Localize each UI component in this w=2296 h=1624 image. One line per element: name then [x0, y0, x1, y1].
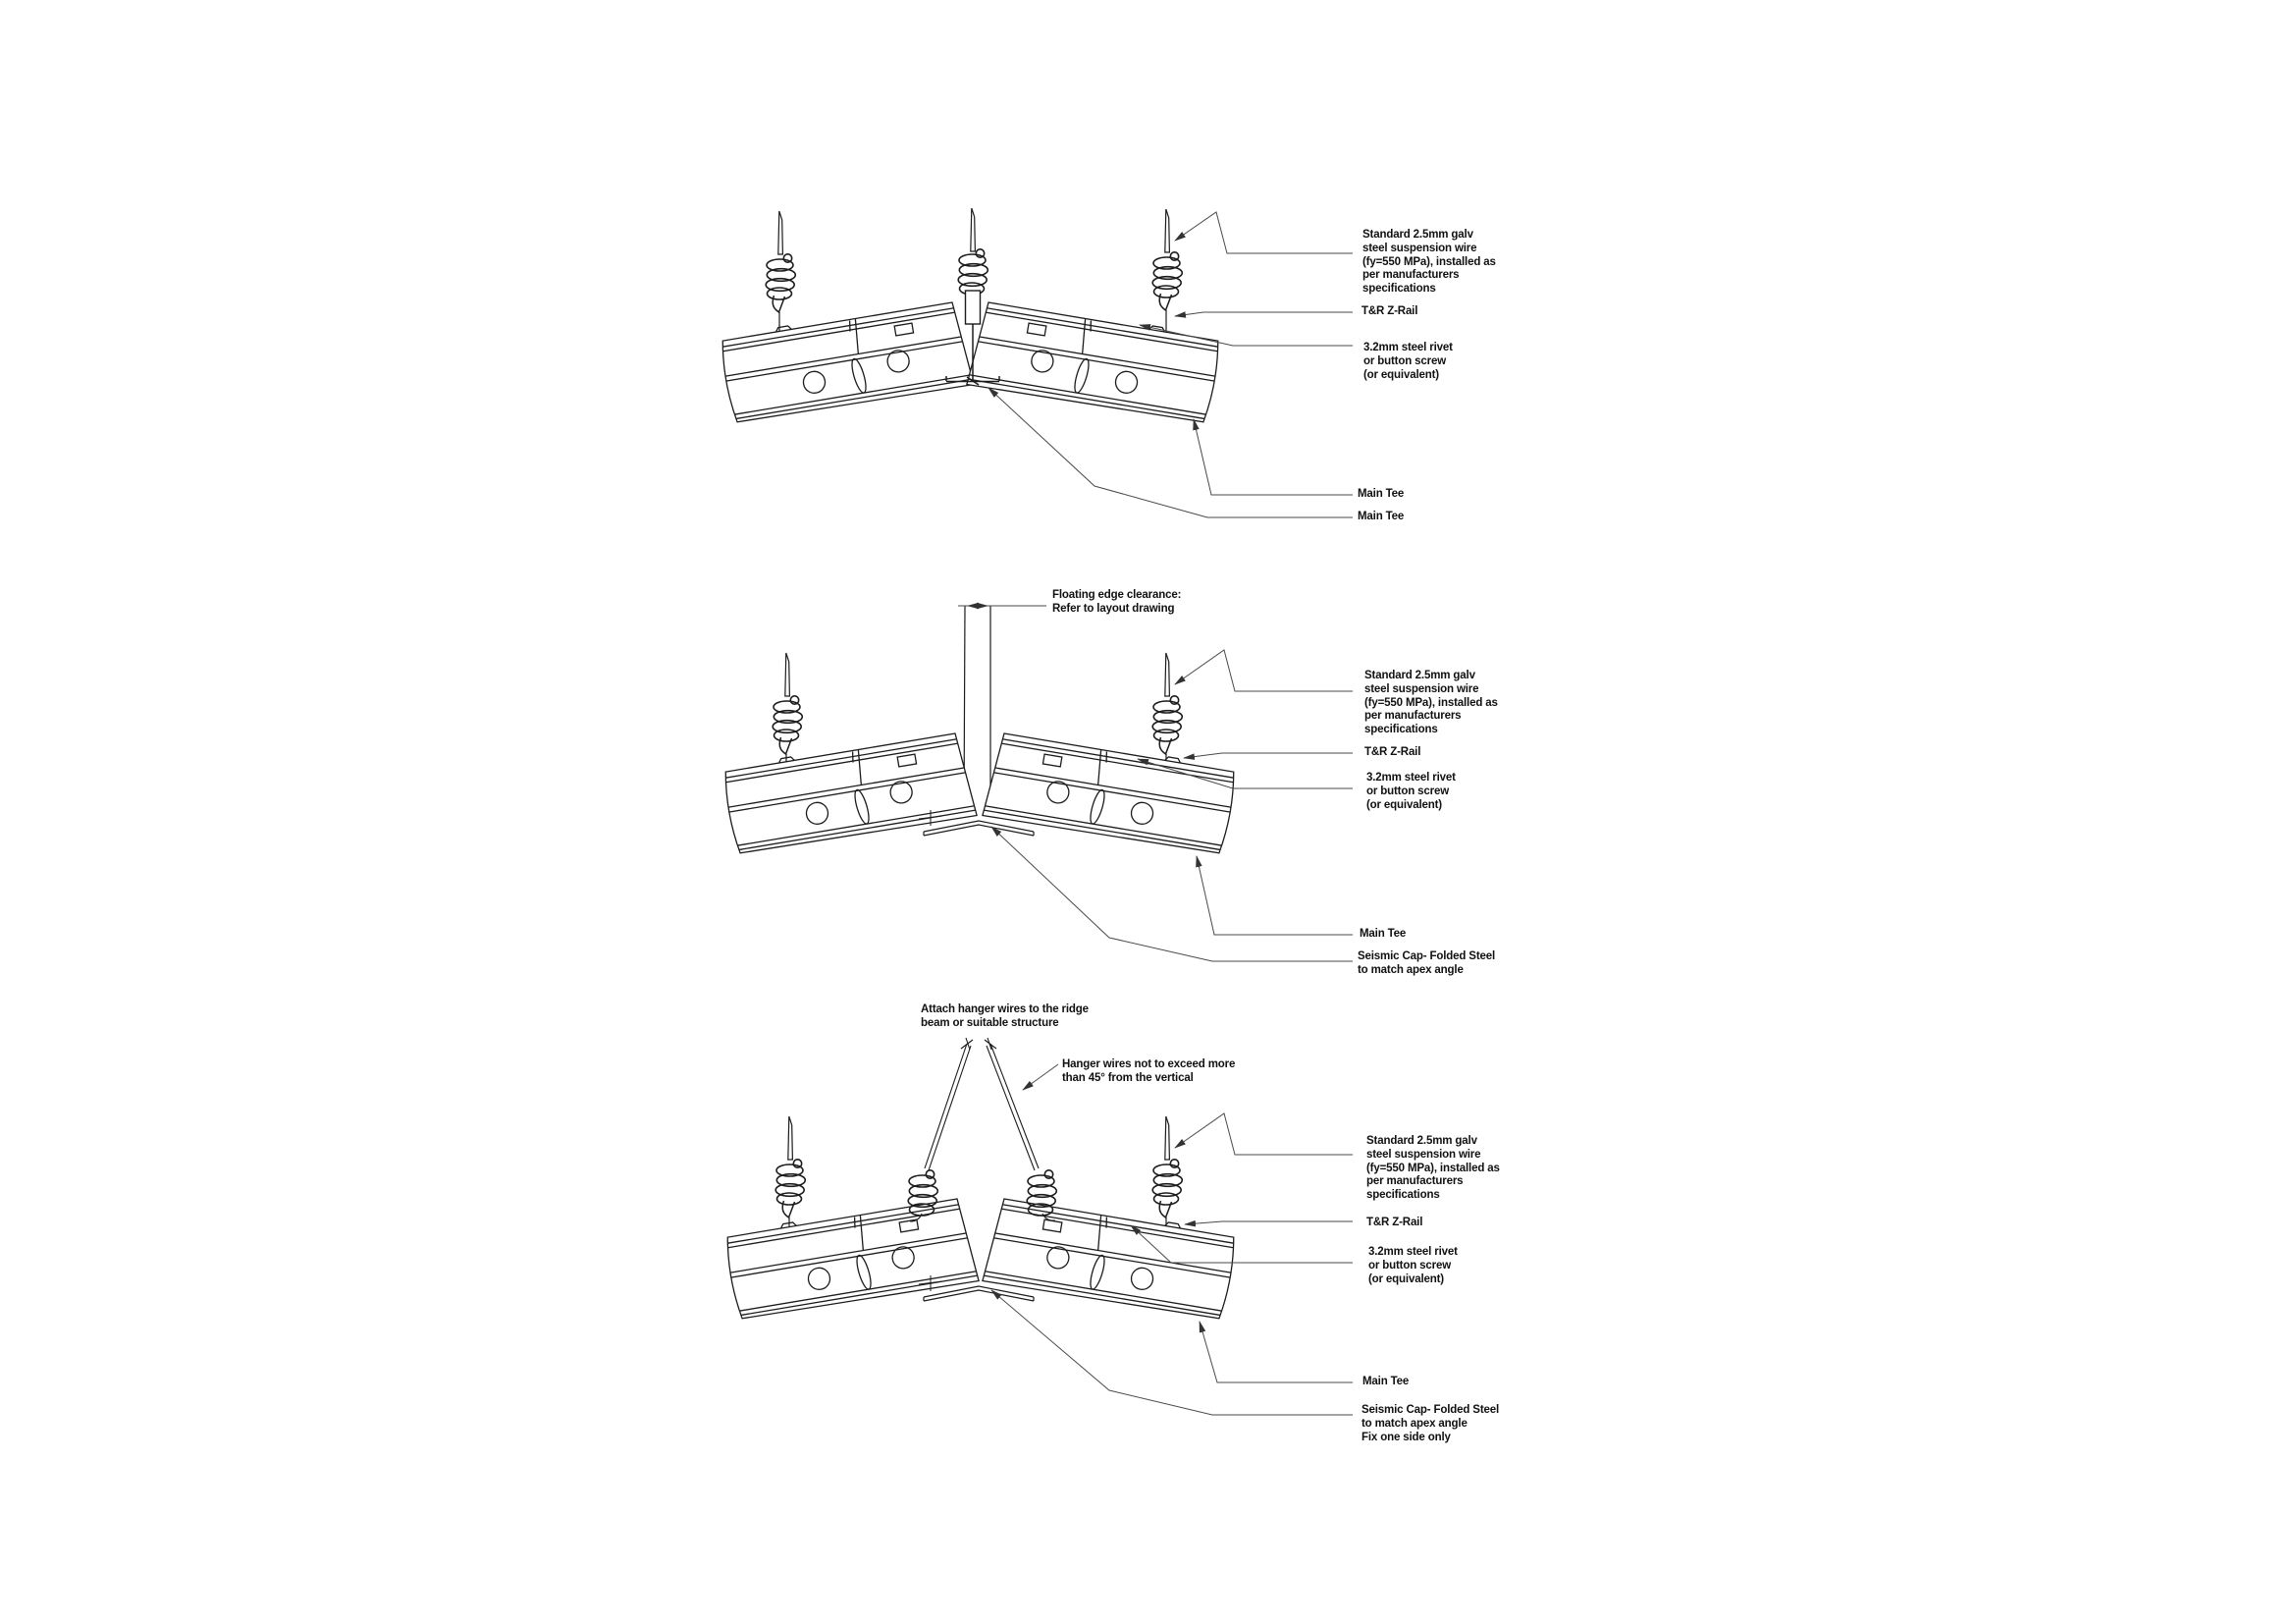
leader-seismic-cap: [990, 826, 1353, 962]
centerline-mark: [918, 810, 943, 826]
leader-z-rail: [1174, 311, 1353, 318]
leader-main-tee: [1199, 1321, 1353, 1383]
label-wire-spec-2: Standard 2.5mm galv steel suspension wir…: [1364, 670, 1498, 736]
label-attach-hangers: Attach hanger wires to the ridge beam or…: [921, 1003, 1089, 1029]
z-rail-left: [722, 1193, 980, 1323]
suspension-wire-right: [1151, 1115, 1184, 1226]
suspension-wire-left: [772, 652, 804, 762]
hanger-wire-left: [907, 1037, 974, 1222]
leader-wire-spec: [1174, 211, 1353, 254]
detail-1-drawing: [718, 207, 1353, 518]
leader-rivet: [1139, 324, 1353, 347]
leader-z-rail: [1184, 1219, 1353, 1227]
leader-main-tee-1: [1193, 418, 1353, 496]
label-hanger-angle: Hanger wires not to exceed more than 45°…: [1062, 1058, 1236, 1084]
label-main-tee-1b: Main Tee: [1358, 511, 1405, 522]
seismic-cap: [923, 1285, 1035, 1302]
main-tee-section: [945, 324, 1000, 386]
z-rail-right: [982, 1193, 1239, 1323]
leader-wire-spec: [1174, 649, 1353, 692]
leader-main-tee: [1196, 855, 1353, 936]
label-floating-edge: Floating edge clearance: Refer to layout…: [1052, 589, 1182, 615]
z-rail-left: [721, 728, 978, 857]
hanger-wire-right: [984, 1037, 1058, 1221]
suspension-wire-right: [1151, 208, 1184, 332]
detail-2-leader-lines: [990, 649, 1353, 962]
z-rail-right: [966, 297, 1223, 426]
leader-rivet: [1130, 1224, 1353, 1264]
label-main-tee-1a: Main Tee: [1358, 488, 1405, 500]
leader-hanger-angle: [1022, 1063, 1059, 1091]
label-z-rail-3: T&R Z-Rail: [1366, 1217, 1423, 1228]
label-main-tee-3: Main Tee: [1362, 1376, 1410, 1387]
label-rivet-2: 3.2mm steel rivet or button screw (or eq…: [1366, 772, 1456, 811]
leader-rivet: [1137, 758, 1353, 789]
label-wire-spec-3: Standard 2.5mm galv steel suspension wir…: [1366, 1135, 1500, 1202]
detail-3-leader-lines: [990, 1063, 1353, 1416]
seismic-cap: [923, 820, 1035, 837]
z-rail-left: [718, 297, 975, 426]
suspension-wire-right: [1151, 652, 1184, 761]
detail-3-drawing: [722, 1037, 1353, 1416]
suspension-wire-left: [774, 1115, 807, 1227]
label-wire-spec-1: Standard 2.5mm galv steel suspension wir…: [1362, 229, 1496, 296]
detail-2-drawing: [721, 602, 1353, 962]
label-main-tee-2: Main Tee: [1360, 928, 1407, 940]
leader-z-rail: [1183, 752, 1353, 760]
leader-main-tee-2: [988, 387, 1353, 518]
leader-seismic-cap: [990, 1289, 1353, 1416]
detail-1-leader-lines: [988, 211, 1353, 518]
label-z-rail-2: T&R Z-Rail: [1364, 746, 1421, 758]
z-rail-right: [982, 728, 1239, 857]
suspension-wire-center: [957, 207, 989, 325]
suspension-wire-left: [765, 210, 797, 331]
label-rivet-1: 3.2mm steel rivet or button screw (or eq…: [1363, 342, 1453, 381]
label-rivet-3: 3.2mm steel rivet or button screw (or eq…: [1368, 1246, 1458, 1285]
label-seismic-cap-2: Seismic Cap- Folded Steel to match apex …: [1358, 950, 1496, 976]
label-z-rail-1: T&R Z-Rail: [1362, 305, 1418, 317]
leader-wire-spec: [1174, 1112, 1353, 1156]
label-seismic-cap-3: Seismic Cap- Folded Steel to match apex …: [1362, 1404, 1500, 1443]
centerline-mark: [918, 1275, 943, 1291]
